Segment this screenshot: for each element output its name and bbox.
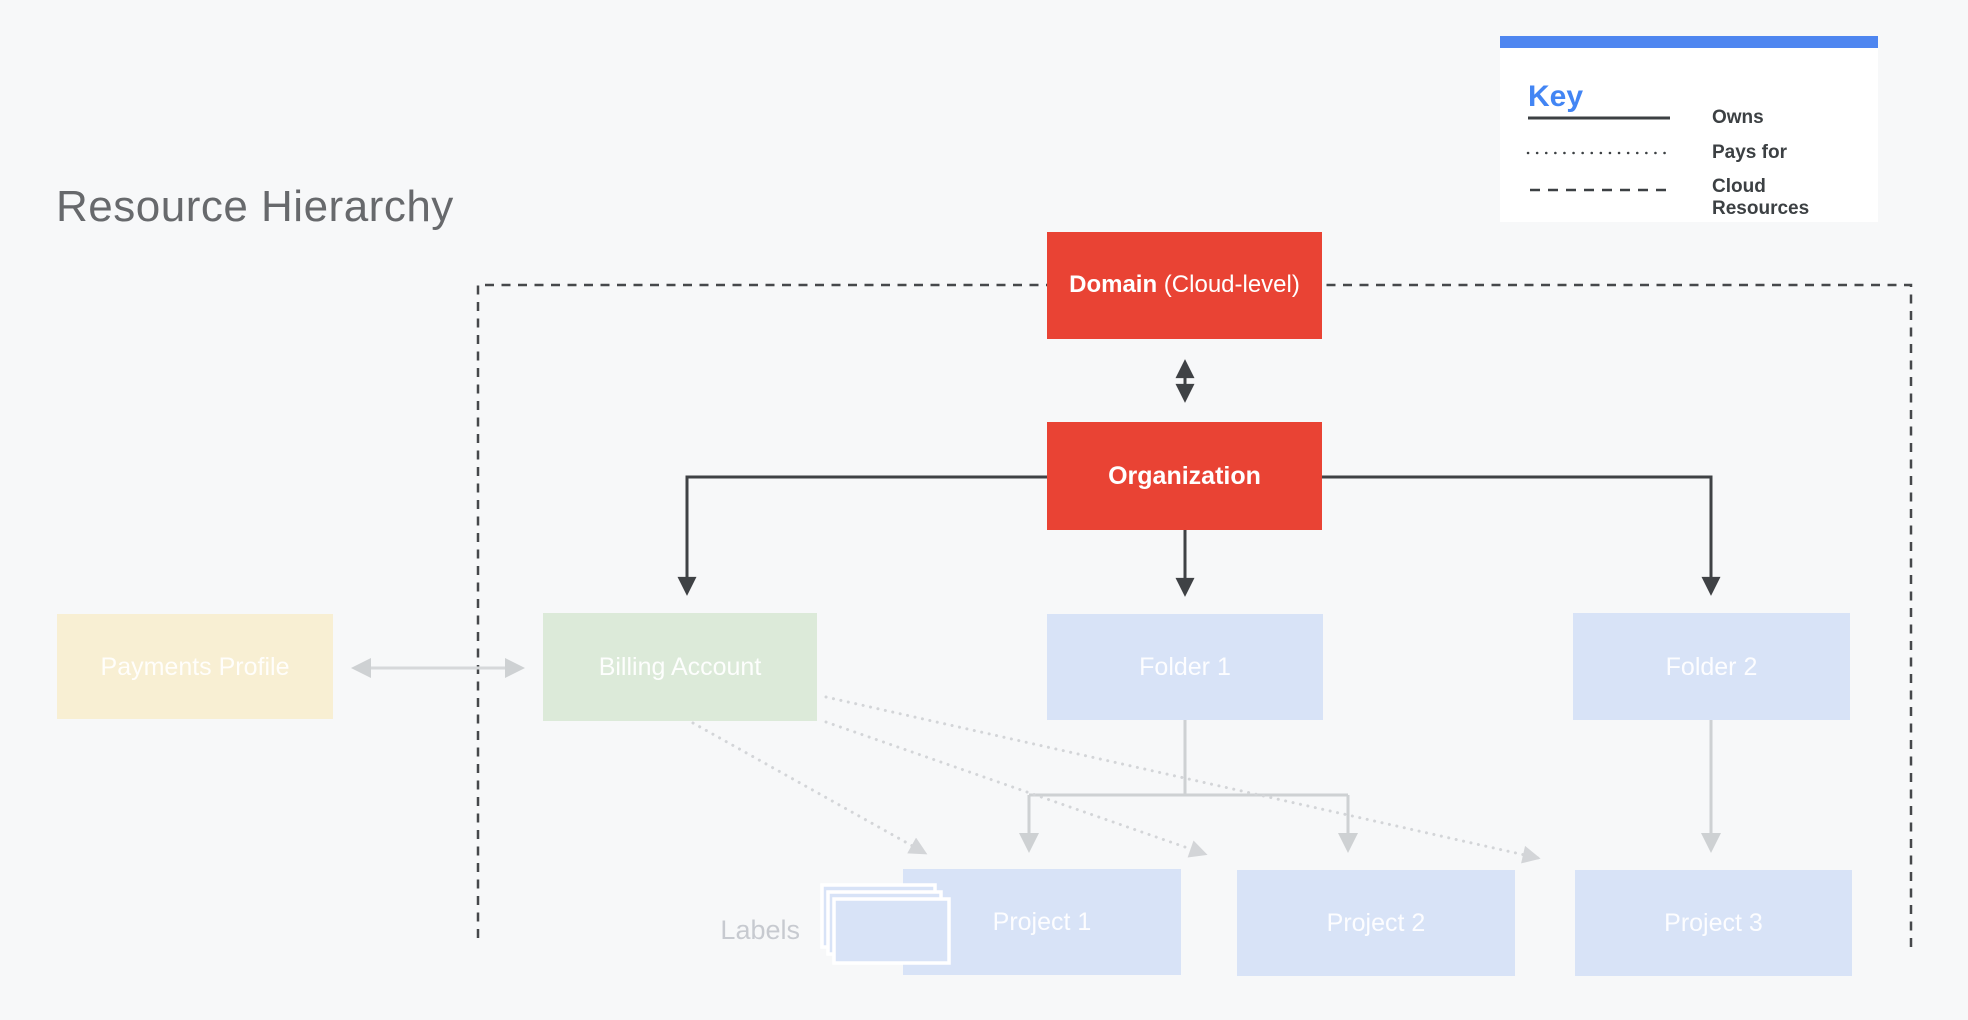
organization-label: Organization <box>1108 462 1261 490</box>
key-heading: Key <box>1528 80 1584 113</box>
pays-for-billing-to-project1 <box>691 721 928 855</box>
project2-node: Project 2 <box>1237 870 1515 976</box>
pays-for-billing-to-project2 <box>824 720 1208 858</box>
project1-label: Project 1 <box>992 908 1092 936</box>
key-label-pays-for: Pays for <box>1712 142 1787 163</box>
folder2-label: Folder 2 <box>1665 652 1758 681</box>
payments-profile-label: Payments Profile <box>100 652 290 681</box>
folder1-branch-connector <box>1029 720 1348 797</box>
page-title: Resource Hierarchy <box>56 182 454 231</box>
domain-node: Domain (Cloud-level) <box>1047 232 1322 339</box>
project2-label: Project 2 <box>1326 909 1426 937</box>
key-accent-bar <box>1500 36 1878 48</box>
folder1-node: Folder 1 <box>1047 614 1323 720</box>
organization-node: Organization <box>1047 422 1322 530</box>
billing-account-node: Billing Account <box>543 613 817 721</box>
project3-node: Project 3 <box>1575 870 1852 976</box>
domain-label: Domain (Cloud-level) <box>1069 271 1300 299</box>
key-line-samples <box>1526 116 1670 192</box>
folder1-label: Folder 1 <box>1139 653 1231 681</box>
labels-annotation-text: Labels <box>720 915 800 945</box>
arrow-organization-to-folder2 <box>1322 475 1721 596</box>
key-label-owns: Owns <box>1712 107 1764 128</box>
key-label-cloud-resources: Cloud Resources <box>1712 176 1810 219</box>
key-panel: Key Owns Pays for Cloud Resources <box>1500 36 1878 222</box>
folder2-node: Folder 2 <box>1573 613 1850 720</box>
billing-account-label: Billing Account <box>598 653 762 681</box>
labels-stacked-cards-icon <box>820 883 951 965</box>
pays-for-billing-to-project3 <box>824 695 1541 864</box>
project3-label: Project 3 <box>1664 909 1763 937</box>
payments-profile-node: Payments Profile <box>57 614 333 719</box>
arrow-organization-to-billing-account <box>677 475 1047 596</box>
